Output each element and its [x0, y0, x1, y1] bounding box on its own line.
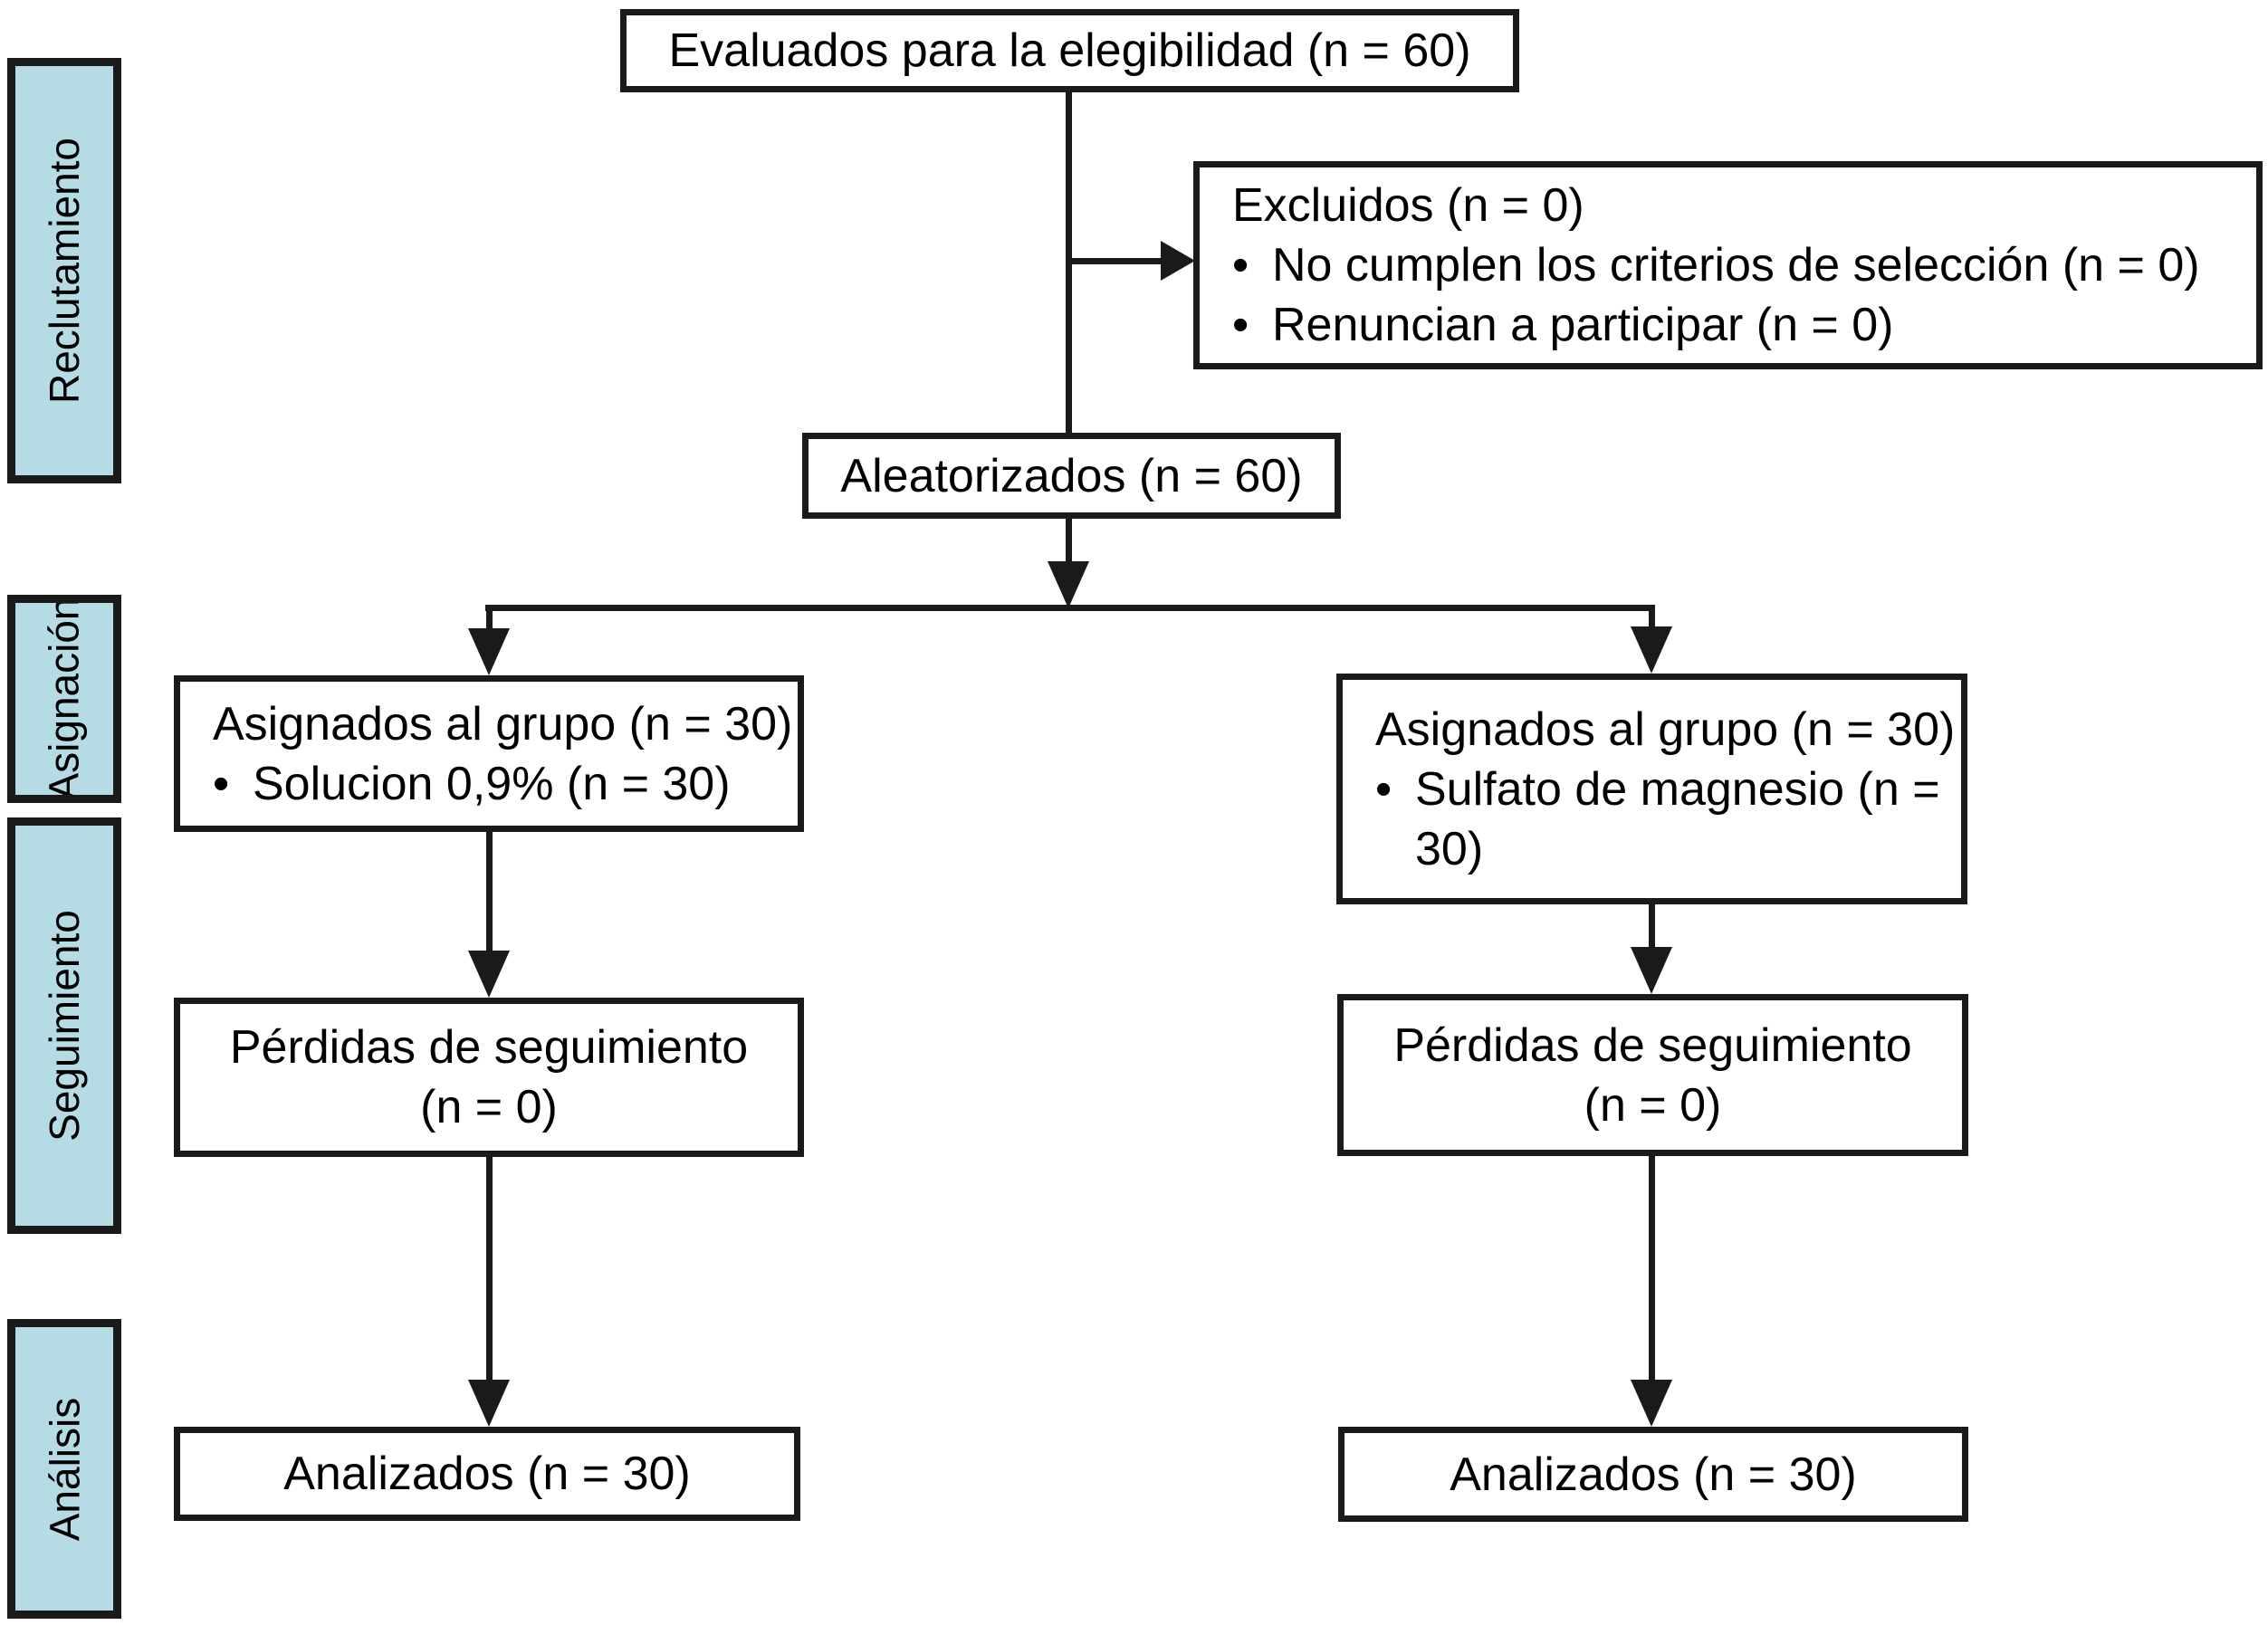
- connector-followup-analyzed-left: [486, 1157, 493, 1381]
- box-analyzed-left: Analizados (n = 30): [174, 1427, 800, 1521]
- box-text-line: (n = 0): [1584, 1078, 1722, 1132]
- bullet-item: • Sulfato de magnesio (n = 30): [1375, 760, 1952, 879]
- bullet-text: Solucion 0,9% (n = 30): [253, 757, 731, 810]
- connector-randomized-split: [1066, 519, 1072, 564]
- bullet-text: Renuncian a participar (n = 0): [1272, 299, 1894, 351]
- box-group-left: Asignados al grupo (n = 30) • Solucion 0,…: [174, 675, 804, 832]
- bullet-icon: •: [1232, 239, 1249, 292]
- arrowhead-down-icon: [468, 1380, 510, 1427]
- arrowhead-down-icon: [1048, 561, 1089, 608]
- stage-label-reclutamiento: Reclutamiento: [7, 58, 121, 483]
- box-randomized: Aleatorizados (n = 60): [802, 433, 1341, 519]
- box-group-right: Asignados al grupo (n = 30) • Sulfato de …: [1336, 674, 1967, 904]
- stage-label-text: Análisis: [41, 1397, 89, 1541]
- stage-label-analisis: Análisis: [7, 1319, 121, 1619]
- box-randomized-text: Aleatorizados (n = 60): [840, 449, 1303, 502]
- bullet-text: No cumplen los criterios de selección (n…: [1272, 239, 2200, 292]
- connector-split-group-right: [1649, 607, 1655, 633]
- arrowhead-down-icon: [1631, 1380, 1672, 1427]
- box-analyzed-right: Analizados (n = 30): [1338, 1427, 1968, 1522]
- bullet-icon: •: [1375, 762, 1392, 816]
- box-analyzed-left-text: Analizados (n = 30): [283, 1448, 691, 1500]
- arrowhead-down-icon: [468, 951, 510, 998]
- arrowhead-down-icon: [1631, 626, 1672, 674]
- stage-label-asignacion: Asignación: [7, 595, 121, 803]
- bullet-icon: •: [1232, 299, 1249, 351]
- connector-group-followup-left: [486, 832, 493, 954]
- box-analyzed-right-text: Analizados (n = 30): [1450, 1448, 1857, 1501]
- stage-label-text: Asignación: [41, 597, 89, 801]
- stage-label-seguimiento: Seguimiento: [7, 817, 121, 1234]
- box-group-right-bullets: • Sulfato de magnesio (n = 30): [1375, 760, 1952, 879]
- connector-branch-excluded: [1068, 258, 1163, 264]
- arrowhead-down-icon: [468, 628, 510, 675]
- box-excluded-bullets: • No cumplen los criterios de selección (…: [1232, 235, 2247, 355]
- bullet-icon: •: [213, 757, 230, 810]
- box-text-line: (n = 0): [420, 1081, 558, 1133]
- bullet-item: • No cumplen los criterios de selección (…: [1232, 235, 2247, 295]
- box-group-left-bullets: • Solucion 0,9% (n = 30): [213, 754, 789, 814]
- box-text-line: Pérdidas de seguimiento: [229, 1021, 749, 1074]
- box-excluded-title: Excluidos (n = 0): [1232, 179, 1584, 232]
- connector-split-horizontal: [485, 605, 1655, 611]
- box-followup-right: Pérdidas de seguimiento (n = 0): [1337, 994, 1968, 1156]
- connector-split-group-left: [486, 607, 493, 635]
- arrowhead-down-icon: [1631, 947, 1672, 994]
- box-text-line: Pérdidas de seguimiento: [1393, 1018, 1912, 1072]
- connector-group-followup-right: [1649, 904, 1655, 950]
- stage-label-text: Seguimiento: [41, 910, 88, 1142]
- box-group-left-title: Asignados al grupo (n = 30): [213, 697, 793, 750]
- box-excluded: Excluidos (n = 0) • No cumplen los criter…: [1193, 161, 2263, 369]
- box-eligibility-text: Evaluados para la elegibilidad (n = 60): [668, 24, 1471, 77]
- box-followup-left: Pérdidas de seguimiento (n = 0): [174, 998, 804, 1157]
- connector-followup-analyzed-right: [1649, 1156, 1655, 1381]
- box-eligibility: Evaluados para la elegibilidad (n = 60): [620, 9, 1519, 92]
- stage-label-text: Reclutamiento: [41, 137, 89, 405]
- bullet-text: Sulfato de magnesio (n = 30): [1415, 762, 1940, 875]
- box-group-right-title: Asignados al grupo (n = 30): [1375, 703, 1956, 756]
- bullet-item: • Solucion 0,9% (n = 30): [213, 754, 789, 814]
- arrowhead-right-icon: [1161, 241, 1195, 281]
- bullet-item: • Renuncian a participar (n = 0): [1232, 295, 2247, 355]
